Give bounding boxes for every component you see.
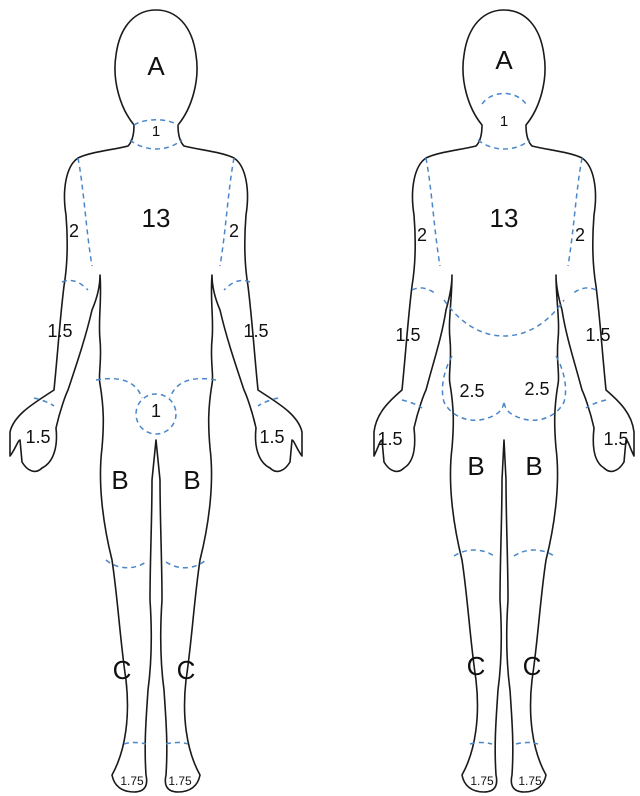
back-trunk-label: 13 xyxy=(490,203,519,233)
front-thigh-left-label: B xyxy=(183,465,200,495)
back-ankle-left-boundary xyxy=(470,743,492,745)
back-elbow-right-boundary xyxy=(572,288,596,294)
back-lower-trunk-boundary xyxy=(444,300,564,336)
front-groin-boundary xyxy=(96,379,216,398)
back-leg-left-label: C xyxy=(467,651,486,681)
back-neck-label: 1 xyxy=(500,113,508,130)
front-leg-right-label: C xyxy=(113,655,132,685)
front-thigh-right-label: B xyxy=(111,465,128,495)
front-forearm-right-label: 1.5 xyxy=(47,321,72,341)
front-foot-right-label: 1.75 xyxy=(120,774,144,788)
front-upper-arm-left-label: 2 xyxy=(229,221,239,241)
front-upper-arm-right-label: 2 xyxy=(69,221,79,241)
back-wrist-right-boundary xyxy=(586,400,606,408)
back-head-label: A xyxy=(495,45,513,75)
back-hand-right-label: 1.5 xyxy=(603,429,628,449)
front-shoulder-left-boundary xyxy=(220,158,234,266)
front-elbow-right-boundary xyxy=(62,280,88,290)
back-buttock-left-label: 2.5 xyxy=(459,381,484,401)
front-hand-right-label: 1.5 xyxy=(25,427,50,447)
front-figure: A 1 13 2 2 1.5 1.5 1.5 1.5 1 B B C C 1.7… xyxy=(10,10,302,792)
back-ankle-right-boundary xyxy=(516,743,538,745)
back-buttock-right-label: 2.5 xyxy=(524,379,549,399)
back-shoulder-left-boundary xyxy=(426,158,440,266)
back-foot-left-label: 1.75 xyxy=(470,774,494,788)
back-neck-boundary-top xyxy=(482,94,526,105)
front-foot-left-label: 1.75 xyxy=(168,774,192,788)
back-leg-right-label: C xyxy=(523,651,542,681)
back-figure: A 1 13 2 2 1.5 1.5 1.5 1.5 2.5 2.5 B B C… xyxy=(374,10,634,792)
front-neck-label: 1 xyxy=(152,123,160,140)
back-foot-right-label: 1.75 xyxy=(518,774,542,788)
front-leg-left-label: C xyxy=(177,655,196,685)
back-shoulder-right-boundary xyxy=(568,158,582,266)
back-neck-boundary-bottom xyxy=(478,140,530,149)
back-forearm-left-label: 1.5 xyxy=(395,325,420,345)
back-wrist-left-boundary xyxy=(402,400,422,408)
back-elbow-left-boundary xyxy=(412,288,436,294)
back-forearm-right-label: 1.5 xyxy=(585,325,610,345)
back-hand-left-label: 1.5 xyxy=(377,429,402,449)
front-ankle-right-boundary xyxy=(124,743,146,745)
front-trunk-label: 13 xyxy=(142,203,171,233)
front-head-label: A xyxy=(147,51,165,81)
front-ankle-left-boundary xyxy=(166,743,188,745)
back-upper-arm-right-label: 2 xyxy=(575,225,585,245)
front-genital-label: 1 xyxy=(151,401,161,421)
back-upper-arm-left-label: 2 xyxy=(417,225,427,245)
front-shoulder-right-boundary xyxy=(78,158,92,266)
front-elbow-left-boundary xyxy=(224,280,250,290)
front-forearm-left-label: 1.5 xyxy=(243,321,268,341)
back-thigh-left-label: B xyxy=(467,451,484,481)
front-neck-boundary-bottom xyxy=(130,140,182,149)
back-thigh-right-label: B xyxy=(525,451,542,481)
front-hand-left-label: 1.5 xyxy=(259,427,284,447)
